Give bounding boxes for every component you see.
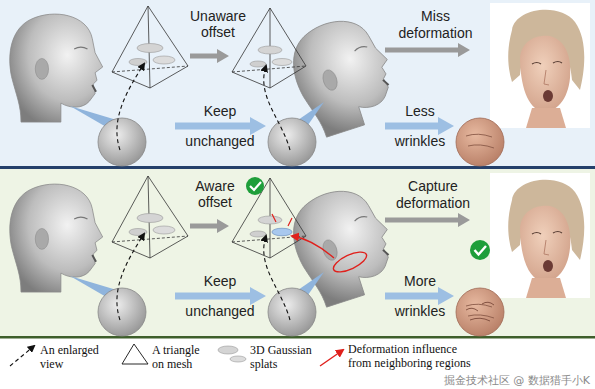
legend-sample — [230, 356, 246, 362]
illustration-part — [526, 108, 566, 128]
illustration-part — [456, 118, 504, 166]
legend-text: 3D Gaussian splats — [250, 343, 316, 371]
illustration-part — [490, 3, 590, 128]
check-icon — [250, 182, 261, 190]
divider — [0, 336, 595, 339]
illustration-part — [466, 134, 494, 148]
legend-text: A triangle on mesh — [152, 343, 214, 371]
legend-text: An enlarged view — [40, 343, 110, 371]
step-label: More wrinkles — [380, 266, 460, 326]
legend-sample — [320, 350, 343, 366]
illustration-part — [10, 14, 103, 122]
illustration-part — [112, 6, 188, 88]
illustration-part — [175, 117, 266, 135]
influence-arrow — [292, 236, 334, 258]
illustration-part — [385, 43, 470, 57]
watermark: 掘金技术社区 @ 数据猎手小K — [380, 374, 590, 387]
illustration-part — [232, 66, 306, 72]
illustration-part — [532, 62, 562, 65]
illustration-part — [190, 49, 229, 63]
illustration-part — [137, 44, 163, 53]
legend-sample — [122, 344, 148, 364]
illustration-part — [112, 6, 188, 88]
offset-arrows — [272, 214, 292, 226]
legend-sample — [218, 346, 238, 354]
panel-illustration — [10, 3, 590, 166]
step-label: Keep unchanged — [175, 96, 265, 156]
illustration-part — [272, 59, 292, 66]
illustration-part — [544, 70, 549, 85]
step-label: Unaware offset — [180, 8, 256, 40]
illustration-part — [153, 56, 175, 64]
illustration-part — [268, 118, 316, 166]
illustration-part — [112, 66, 188, 72]
check-icon — [475, 246, 487, 255]
step-label: Less wrinkles — [380, 96, 460, 156]
illustration-part — [543, 90, 553, 102]
illustration-part — [385, 117, 454, 135]
illustration-part — [258, 46, 282, 54]
legend-sample — [10, 346, 34, 366]
jaw-region — [331, 248, 370, 276]
bottom-panel — [0, 169, 595, 336]
step-label: Miss deformation — [388, 8, 483, 42]
illustration-part — [250, 61, 266, 67]
gaussian-splat — [272, 228, 292, 236]
illustration-part — [98, 118, 146, 166]
illustration-part — [520, 36, 570, 112]
check-icon — [246, 177, 264, 195]
top-panel — [0, 0, 595, 166]
step-label: Aware offset — [180, 178, 250, 210]
step-label: Capture deformation — [383, 178, 483, 212]
divider — [0, 166, 595, 169]
panel-illustration — [10, 173, 590, 336]
check-icon — [470, 240, 490, 260]
legend-text: Deformation influence from neighboring r… — [348, 342, 483, 370]
wrinkles — [466, 302, 494, 321]
illustration-part — [264, 66, 290, 150]
illustration-part — [117, 64, 144, 150]
step-label: Keep unchanged — [175, 266, 265, 326]
